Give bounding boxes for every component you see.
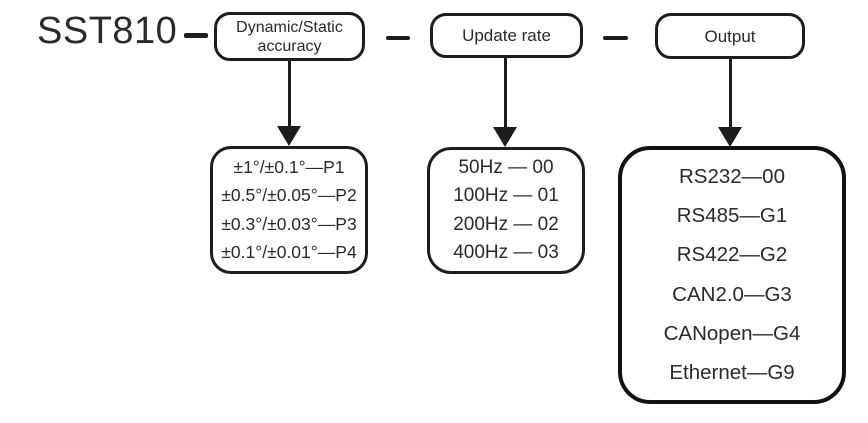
output-option-row: RS485—G1 — [676, 204, 788, 228]
output-option-row: Ethernet—G9 — [669, 360, 795, 384]
output-option-row: RS422—G2 — [676, 243, 788, 267]
category-box-accuracy: Dynamic/Static accuracy — [214, 12, 365, 61]
output-label: Output — [704, 26, 756, 46]
arrow-down-accuracy-head — [277, 126, 301, 146]
output-option-row: CAN2.0—G3 — [672, 282, 792, 306]
arrow-down-update-rate — [504, 57, 507, 129]
options-box-update-rate: 50Hz — 00 100Hz — 01 200Hz — 02 400Hz — … — [427, 147, 585, 274]
accuracy-label-line1: Dynamic/Static — [236, 18, 343, 36]
accuracy-option-row: ±0.5°/±0.05°—P2 — [221, 185, 357, 206]
model-number-label: SST810 — [37, 10, 178, 52]
options-box-accuracy: ±1°/±0.1°—P1 ±0.5°/±0.05°—P2 ±0.3°/±0.03… — [210, 146, 368, 274]
update-rate-option-row: 400Hz — 03 — [453, 242, 559, 264]
separator-dash-2 — [386, 36, 410, 40]
separator-dash-1 — [184, 33, 208, 38]
category-box-update-rate: Update rate — [430, 13, 583, 58]
arrow-down-output-head — [718, 127, 742, 147]
update-rate-option-row: 200Hz — 02 — [453, 213, 559, 235]
accuracy-option-row: ±0.1°/±0.01°—P4 — [221, 242, 357, 263]
update-rate-label: Update rate — [462, 26, 551, 45]
accuracy-option-row: ±0.3°/±0.03°—P3 — [221, 213, 357, 234]
arrow-down-update-rate-head — [493, 127, 517, 147]
accuracy-option-row: ±1°/±0.1°—P1 — [233, 156, 345, 177]
update-rate-option-row: 50Hz — 00 — [458, 156, 554, 178]
update-rate-option-row: 100Hz — 01 — [453, 185, 559, 207]
category-box-output: Output — [655, 13, 805, 59]
arrow-down-output — [729, 58, 732, 129]
arrow-down-accuracy — [288, 60, 291, 128]
separator-dash-3 — [603, 36, 628, 40]
output-option-row: CANopen—G4 — [663, 321, 801, 345]
options-box-output: RS232—00 RS485—G1 RS422—G2 CAN2.0—G3 CAN… — [618, 146, 846, 404]
accuracy-label-line2: accuracy — [257, 37, 322, 55]
output-option-row: RS232—00 — [679, 165, 785, 189]
